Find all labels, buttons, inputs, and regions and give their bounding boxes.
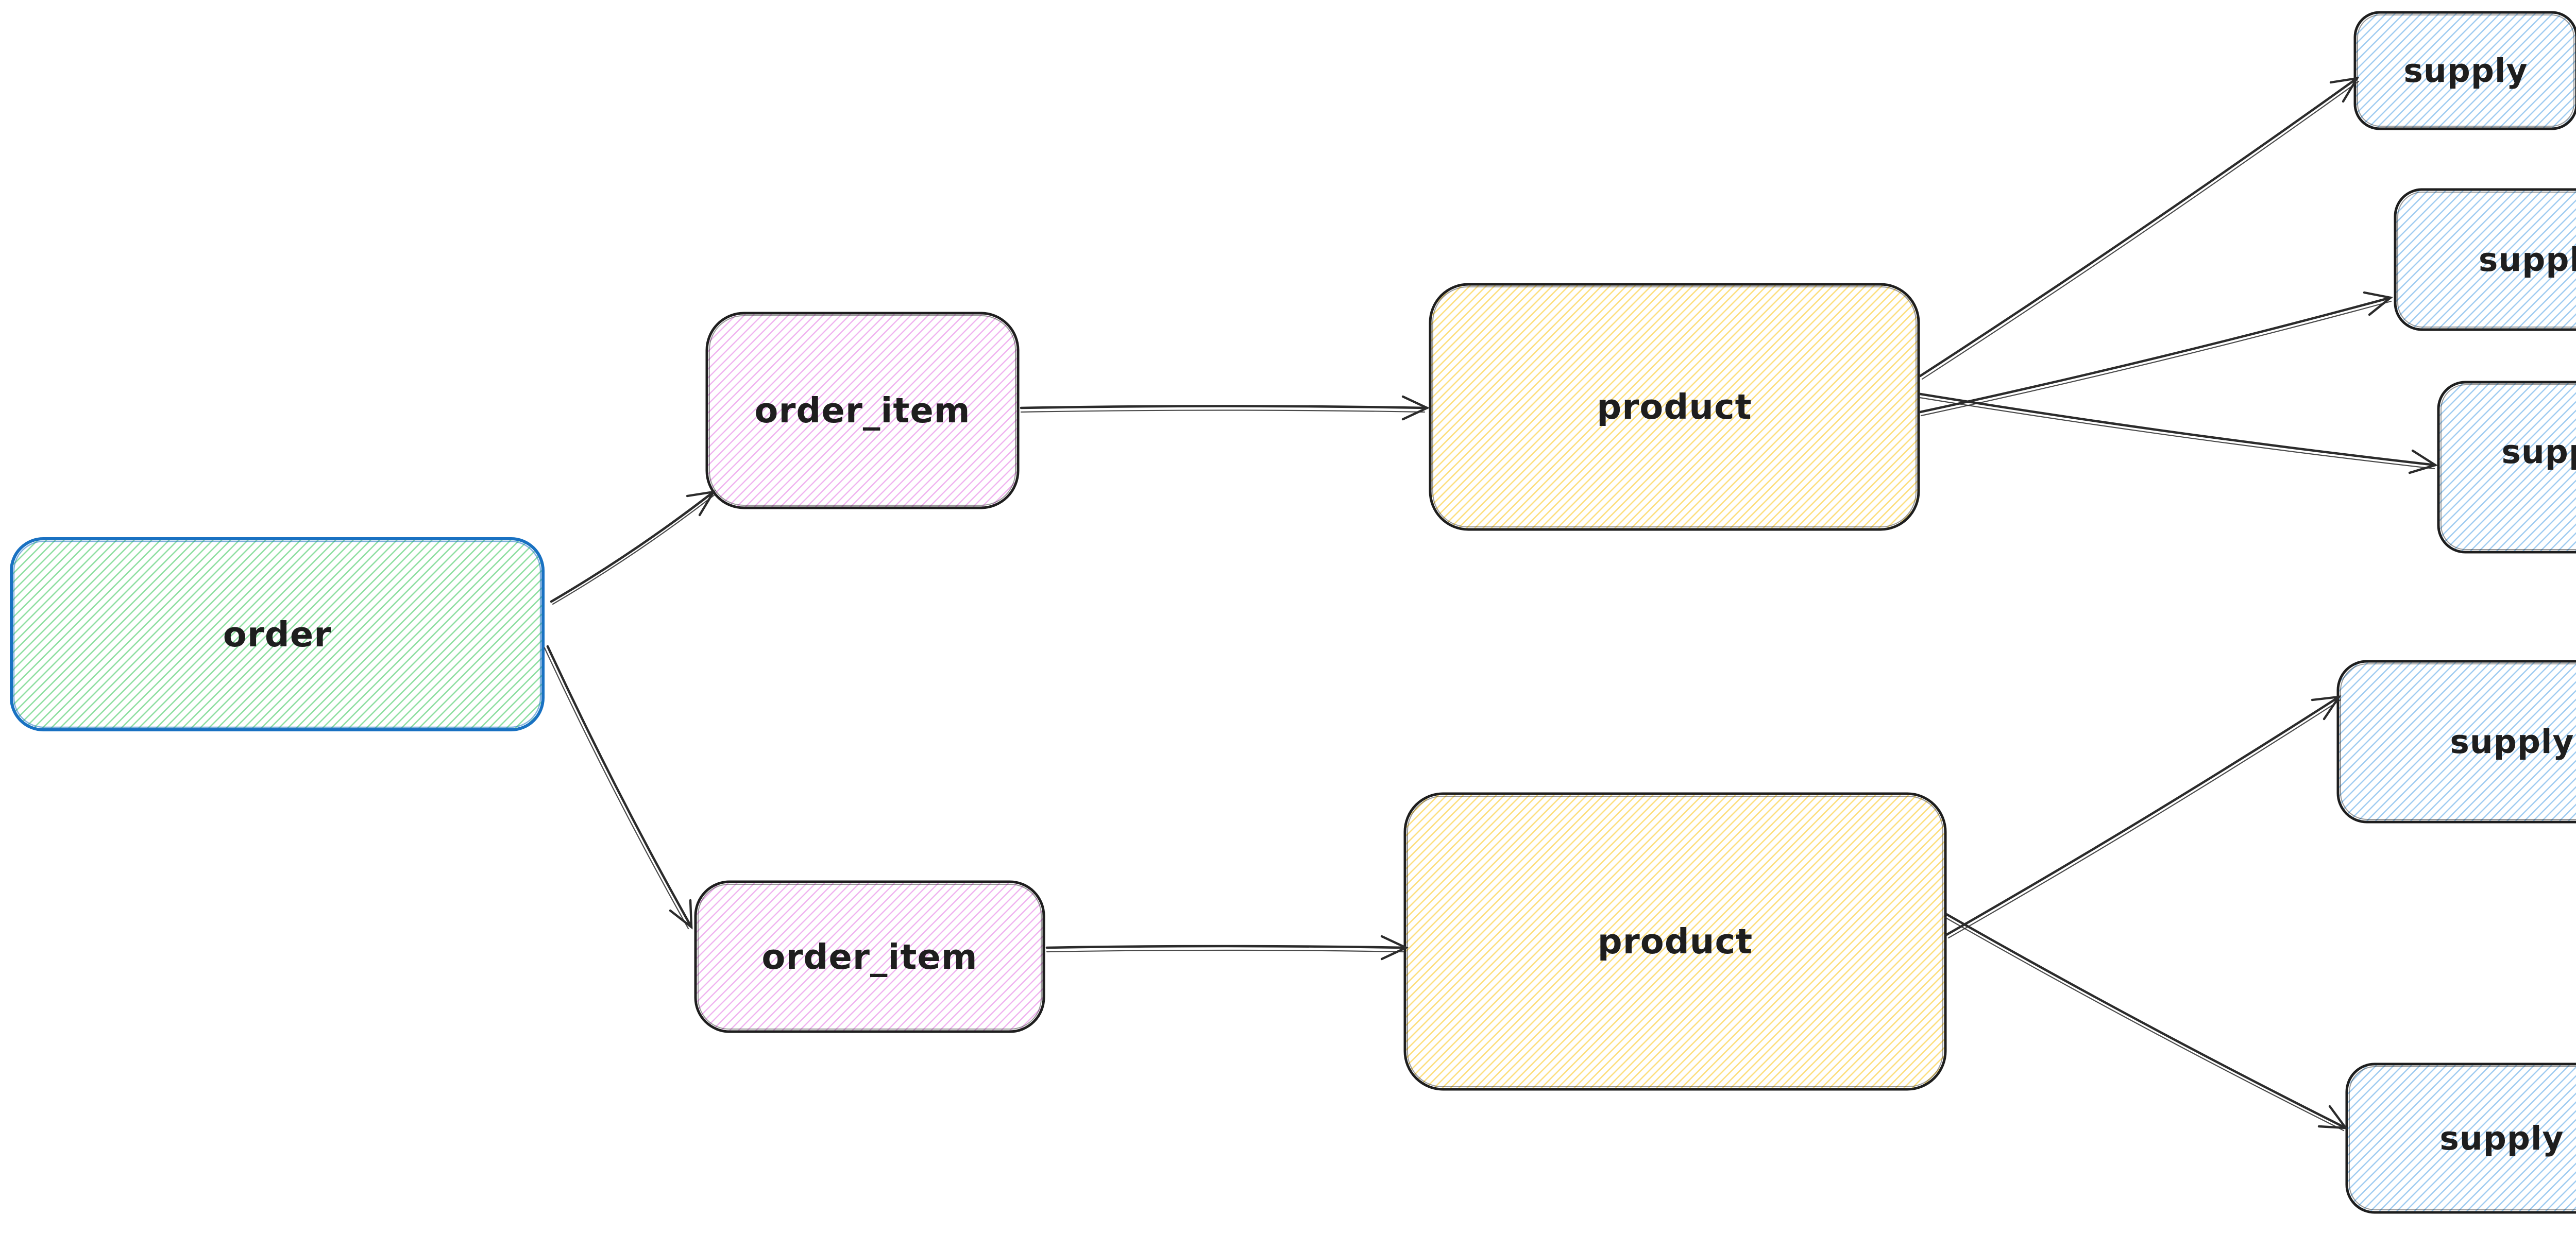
- arrow-product-1-to-supply-3: [1919, 392, 2438, 474]
- arrow-order-to-order-item-2: [544, 645, 693, 930]
- arrow-product-1-to-supply-2: [1919, 291, 2394, 417]
- node-supply-1-shape: [2353, 11, 2576, 130]
- arrow-order-item-2-to-product-2: [1045, 935, 1409, 961]
- node-order-item-2-shape: [694, 880, 1045, 1033]
- node-supply-5-shape: [2345, 1063, 2576, 1214]
- arrow-order-item-1-to-product-1: [1020, 395, 1430, 421]
- node-product-2-shape: [1403, 792, 1947, 1091]
- node-product-1-shape: [1429, 283, 1920, 531]
- arrow-product-1-to-supply-1: [1919, 77, 2360, 380]
- arrow-product-2-to-supply-5: [1944, 913, 2348, 1132]
- node-supply-4-shape: [2336, 660, 2576, 824]
- arrow-product-2-to-supply-4: [1945, 695, 2342, 939]
- arrow-order-to-order-item-1: [550, 490, 716, 605]
- node-supply-2-shape: [2394, 188, 2576, 331]
- node-order-item-1-shape: [705, 312, 1020, 509]
- node-order-shape: [10, 537, 545, 731]
- node-supply-3-shape: [2437, 381, 2576, 554]
